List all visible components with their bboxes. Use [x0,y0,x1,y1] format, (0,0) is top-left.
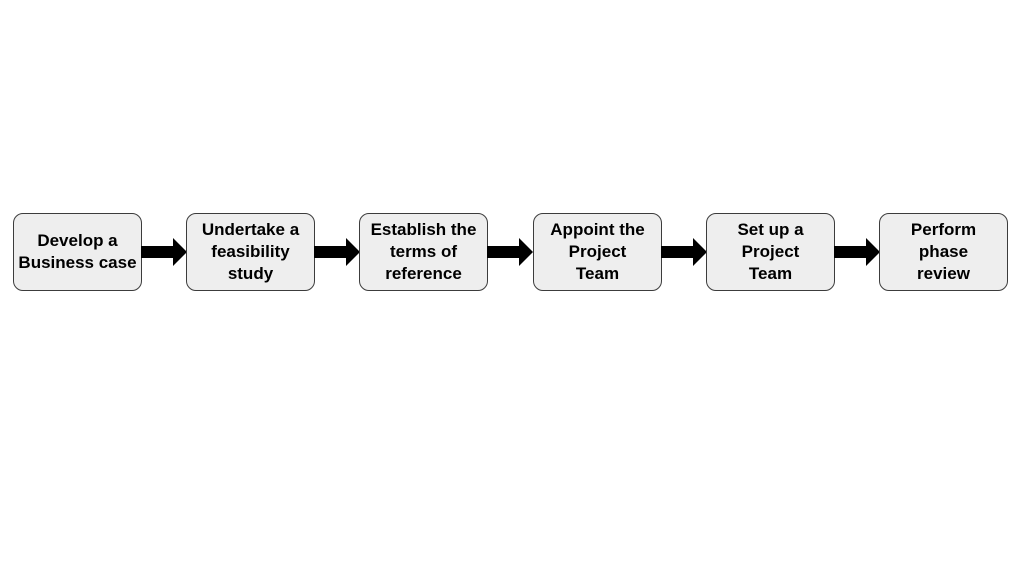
flow-arrow-icon [314,238,360,266]
step-label: Set up a Project Team [737,220,804,283]
step-box-terms-of-reference: Establish the terms of reference [359,213,488,291]
step-box-appoint-project-team: Appoint the Project Team [533,213,662,291]
step-label: Perform phase review [910,220,977,283]
step-label: Develop a Business case [18,231,137,272]
step-box-perform-phase-review: Perform phase review [879,213,1008,291]
flow-arrow-icon [141,238,187,266]
step-label: Establish the terms of reference [370,220,477,283]
flow-arrow-icon [487,238,533,266]
flow-arrow-icon [661,238,707,266]
step-box-feasibility-study: Undertake a feasibility study [186,213,315,291]
step-label: Appoint the Project Team [550,220,645,283]
step-box-set-up-project-team: Set up a Project Team [706,213,835,291]
step-box-develop-business-case: Develop a Business case [13,213,142,291]
flow-arrow-icon [834,238,880,266]
step-label: Undertake a feasibility study [201,220,300,283]
